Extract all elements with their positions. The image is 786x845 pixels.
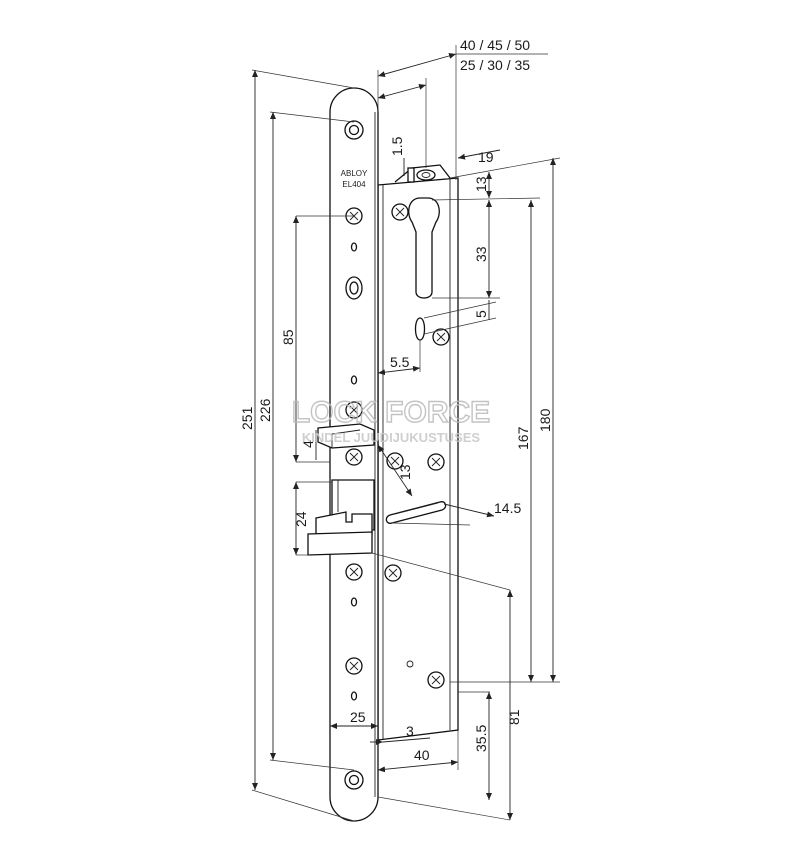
dim-251: 251 — [239, 406, 255, 430]
dim-backset-b: 25 / 30 / 35 — [460, 57, 530, 73]
dimension-labels: 40 / 45 / 50 25 / 30 / 35 1.5 19 13 33 5… — [239, 37, 553, 763]
dim-180: 180 — [537, 408, 553, 432]
watermark: LOCK FORCE KINDEL JUUDIJUKUSTUSES — [291, 395, 491, 445]
dim-14-5: 14.5 — [494, 500, 521, 516]
dim-4: 4 — [300, 440, 316, 448]
dim-33: 33 — [473, 246, 489, 262]
dim-13-mid: 13 — [397, 464, 413, 480]
screw-icon — [432, 328, 450, 346]
dim-24: 24 — [293, 511, 309, 527]
dim-81: 81 — [506, 709, 522, 725]
watermark-subtitle: KINDEL JUUDIJUKUSTUSES — [302, 430, 481, 445]
dim-35-5: 35.5 — [473, 725, 489, 752]
screw-icon — [345, 563, 363, 581]
model-name: EL404 — [342, 180, 366, 189]
screw-icon — [345, 448, 363, 466]
dim-19: 19 — [478, 149, 494, 165]
watermark-title: LOCK FORCE — [292, 396, 490, 429]
dim-25: 25 — [350, 709, 366, 725]
dim-3: 3 — [406, 723, 414, 739]
dimension-lines — [251, 45, 561, 822]
dim-85: 85 — [280, 329, 296, 345]
dim-167: 167 — [515, 426, 531, 450]
dim-5: 5 — [473, 310, 489, 318]
dim-backset-a: 40 / 45 / 50 — [460, 37, 530, 53]
screw-icon — [391, 203, 409, 221]
lock-case — [377, 164, 459, 741]
dim-1-5: 1.5 — [389, 136, 405, 156]
screw-icon — [384, 564, 402, 582]
dim-40: 40 — [414, 747, 430, 763]
brand-name: ABLOY — [341, 169, 368, 178]
screw-icon — [427, 671, 445, 689]
screw-icon — [345, 657, 363, 675]
faceplate: ABLOY EL404 — [307, 87, 379, 822]
screw-icon — [427, 453, 445, 471]
dim-13-top: 13 — [473, 176, 489, 192]
dim-5-5: 5.5 — [390, 354, 410, 370]
dim-226: 226 — [257, 398, 273, 422]
screw-icon — [345, 401, 363, 419]
